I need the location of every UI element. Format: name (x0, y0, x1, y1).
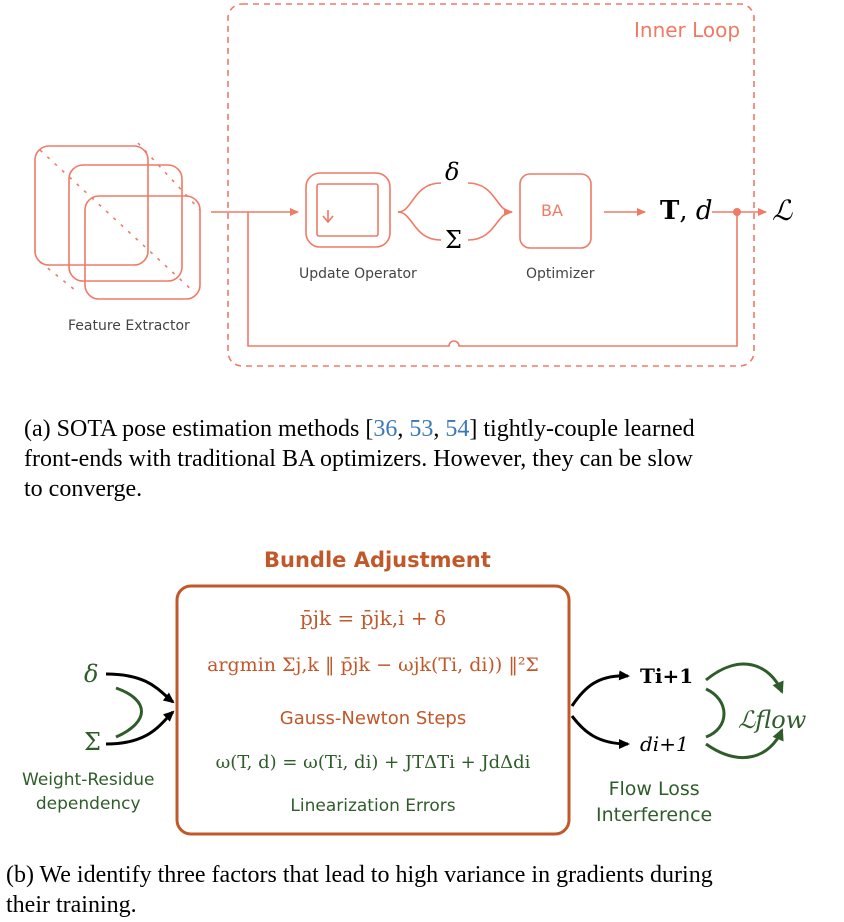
equation-3: ω(T, d) = ω(Ti, di) + JTΔTi + JdΔdi (215, 752, 531, 773)
inner-loop-box (227, 3, 755, 367)
caption-b-line2: their training. (6, 892, 137, 918)
left-sigma-symbol: Σ (84, 728, 101, 756)
caption-b-line1: (b) We identify three factors that lead … (6, 862, 713, 888)
bundle-adjustment-title: Bundle Adjustment (264, 548, 491, 572)
caption-a-line2: front-ends with traditional BA optimizer… (24, 446, 693, 472)
equation-1: p̄jk = p̄jk,i + δ (300, 606, 446, 630)
output-comma: , (679, 196, 688, 226)
loss-symbol: ℒ (772, 194, 793, 227)
update-operator-icon (305, 172, 391, 248)
inner-loop-label: Inner Loop (634, 18, 741, 42)
left-delta-symbol: δ (84, 660, 99, 688)
caption-a-line1: (a) SOTA pose estimation methods [36, 53… (24, 416, 695, 442)
feature-extractor-icon (34, 142, 201, 300)
flow-loss-arrows (705, 662, 784, 759)
gauss-newton-label: Gauss-Newton Steps (279, 708, 467, 729)
ba-box (519, 173, 592, 249)
citation-36[interactable]: 36 (373, 416, 398, 442)
feature-extractor-label: Feature Extractor (68, 318, 190, 334)
citation-53[interactable]: 53 (409, 416, 434, 442)
weight-residue-label: Weight-Residue dependency (22, 770, 155, 814)
sigma-symbol: Σ (445, 226, 462, 254)
update-operator-label: Update Operator (299, 266, 417, 282)
right-T-symbol: Ti+1 (640, 664, 694, 688)
caption-a: (a) SOTA pose estimation methods [36, 53… (24, 414, 834, 504)
delta-symbol: δ (445, 158, 460, 186)
right-output-arrows (570, 670, 630, 749)
bundle-adjustment-box (175, 584, 571, 836)
output-d: d (695, 196, 713, 226)
flow-loss-symbol: ℒflow (738, 706, 807, 734)
branch-curves (397, 182, 513, 241)
output-T-d: T, d (660, 196, 713, 226)
citation-54[interactable]: 54 (445, 416, 470, 442)
left-input-arrows (105, 672, 175, 746)
feedback-loop (247, 212, 738, 347)
linearization-label: Linearization Errors (290, 796, 456, 816)
weight-residue-curve (115, 686, 143, 739)
optimizer-label: Optimizer (526, 266, 595, 282)
ba-box-text: BA (541, 201, 563, 220)
flow-loss-label: Flow Loss Interference (596, 778, 713, 826)
caption-b: (b) We identify three factors that lead … (6, 860, 840, 920)
equation-2: argmin Σj,k ‖ p̄jk − ωjk(Ti, di)) ‖²Σ (207, 654, 539, 676)
caption-a-line3: to converge. (24, 476, 143, 502)
right-d-symbol: di+1 (640, 732, 689, 756)
output-T: T (660, 196, 680, 226)
